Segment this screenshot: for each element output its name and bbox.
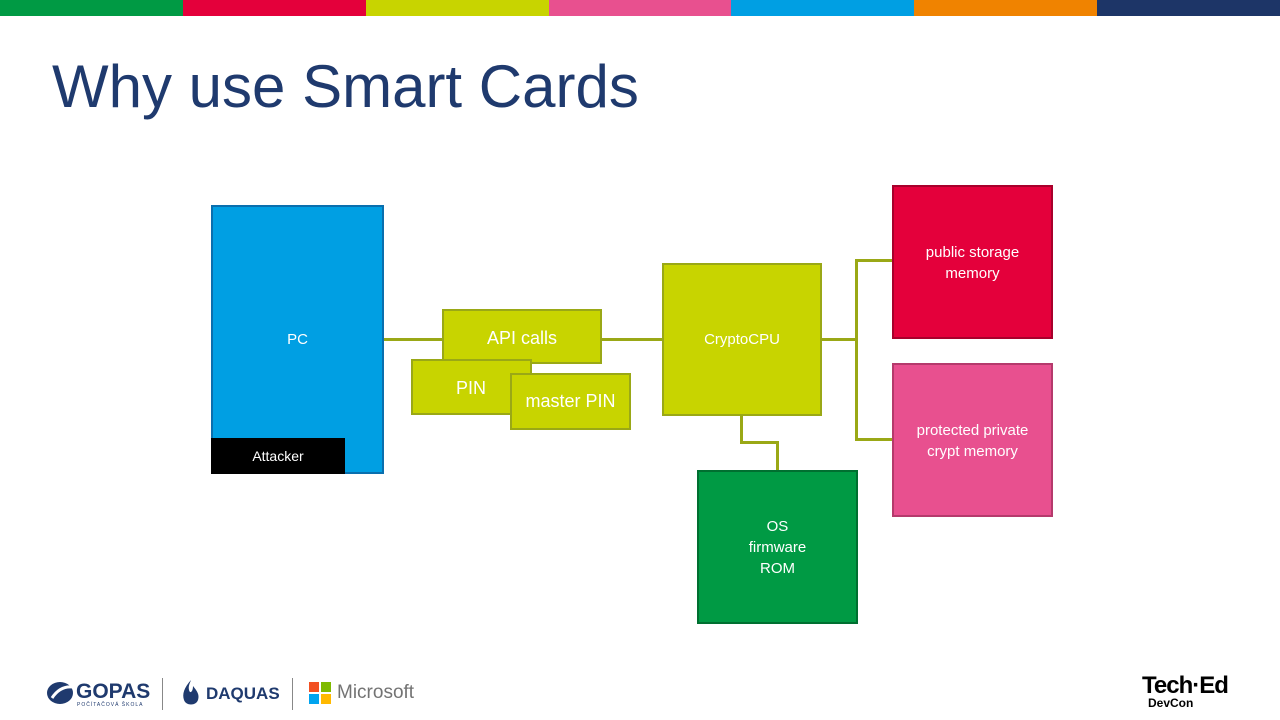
- cryptocpu-label: CryptoCPU: [704, 331, 780, 348]
- cryptocpu-box: CryptoCPU: [662, 263, 822, 416]
- daquas-name: DAQUAS: [206, 684, 280, 703]
- master-pin-box: master PIN: [510, 373, 631, 430]
- devcon-name: DevCon: [1148, 696, 1194, 710]
- api-calls-label: API calls: [486, 328, 558, 348]
- daquas-flame-icon: [183, 680, 199, 705]
- connector-to-protected: [855, 438, 895, 441]
- protected-private-label: protected private crypt memory: [916, 422, 1029, 460]
- os-rom-label: OS firmware ROM: [748, 517, 807, 577]
- teched-name: Tech·Ed: [1142, 672, 1229, 699]
- footer-divider-1: [162, 678, 163, 710]
- teched-logo: Tech·Ed DevCon: [1142, 672, 1238, 714]
- connector-cpu-horizontal: [740, 441, 779, 444]
- color-segment-lime: [365, 0, 549, 16]
- api-calls-box: API calls: [442, 309, 602, 364]
- public-storage-label: public storage memory: [925, 244, 1020, 282]
- connector-to-rom: [776, 441, 779, 471]
- connector-to-public: [855, 259, 895, 262]
- microsoft-name: Microsoft: [337, 682, 415, 703]
- microsoft-windows-icon: [309, 682, 331, 704]
- top-color-bar: [0, 0, 1280, 16]
- connector-cpu-down: [740, 414, 743, 444]
- protected-private-box: protected private crypt memory: [892, 363, 1053, 517]
- color-segment-orange: [914, 0, 1098, 16]
- os-rom-box: OS firmware ROM: [697, 470, 858, 624]
- color-segment-blue: [731, 0, 915, 16]
- pc-box: PC: [211, 205, 384, 474]
- connector-memory-vertical: [855, 259, 858, 441]
- gopas-name: GOPAS: [76, 680, 151, 703]
- master-pin-label: master PIN: [525, 391, 616, 411]
- daquas-logo: DAQUAS: [178, 678, 280, 710]
- pc-label: PC: [287, 331, 308, 348]
- gopas-logo: GOPAS POČÍTAČOVÁ ŠKOLA: [46, 678, 154, 708]
- pin-label: PIN: [456, 378, 487, 398]
- color-segment-green: [0, 0, 183, 16]
- color-segment-pink: [548, 0, 732, 16]
- microsoft-logo: Microsoft: [309, 682, 419, 706]
- attacker-box: Attacker: [211, 438, 345, 474]
- color-segment-navy: [1097, 0, 1280, 16]
- gopas-subtitle: POČÍTAČOVÁ ŠKOLA: [77, 702, 144, 708]
- gopas-emblem-icon: [47, 682, 73, 704]
- connector-cpu-memory: [820, 338, 857, 341]
- attacker-label: Attacker: [252, 447, 304, 464]
- public-storage-box: public storage memory: [892, 185, 1053, 339]
- color-segment-red: [182, 0, 366, 16]
- connector-pc-api: [382, 338, 444, 341]
- footer-divider-2: [292, 678, 293, 710]
- connector-api-cpu: [600, 338, 664, 341]
- slide-title: Why use Smart Cards: [52, 53, 639, 120]
